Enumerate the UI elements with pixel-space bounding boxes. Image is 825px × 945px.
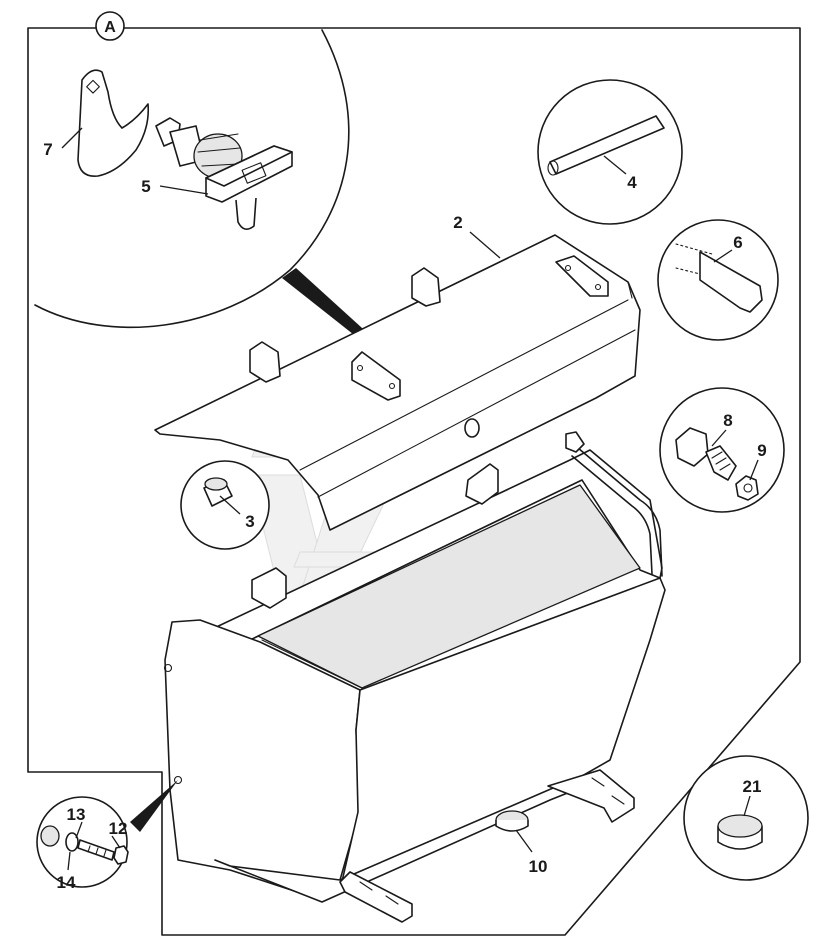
- view-label-text: A: [104, 19, 116, 36]
- detail-circle-large: [34, 29, 350, 329]
- toolbox-body: [163, 431, 666, 923]
- callout-10: 10: [529, 857, 548, 876]
- detail-circle-cap: [683, 755, 809, 881]
- callout-2: 2: [453, 213, 462, 232]
- callout-4: 4: [627, 173, 637, 192]
- latch-part: [155, 117, 293, 230]
- callout-9: 9: [757, 441, 766, 460]
- detail-circle-bushing: [180, 460, 270, 550]
- callout-5: 5: [141, 177, 150, 196]
- view-frame: [27, 27, 801, 936]
- callout-13: 13: [67, 805, 86, 824]
- callout-21: 21: [743, 777, 762, 796]
- detail-circle-fastener: [36, 780, 178, 888]
- detail-circle-bolt: [659, 387, 785, 513]
- callout-labels: 7 5 4 2 6 8 9 3 13 12 14 10 21: [43, 140, 766, 892]
- drain-plug-part: [495, 810, 529, 832]
- callout-14: 14: [57, 873, 76, 892]
- callout-7: 7: [43, 140, 52, 159]
- detail-circle-rod: [537, 79, 683, 225]
- leader-lines: [61, 127, 759, 871]
- view-label: A: [95, 11, 125, 41]
- hook-part: [77, 69, 150, 177]
- callout-3: 3: [245, 512, 254, 531]
- detail-circle-seal: [657, 219, 779, 341]
- callout-12: 12: [109, 819, 128, 838]
- lid-part: [154, 234, 641, 531]
- callout-8: 8: [723, 411, 732, 430]
- callout-6: 6: [733, 233, 742, 252]
